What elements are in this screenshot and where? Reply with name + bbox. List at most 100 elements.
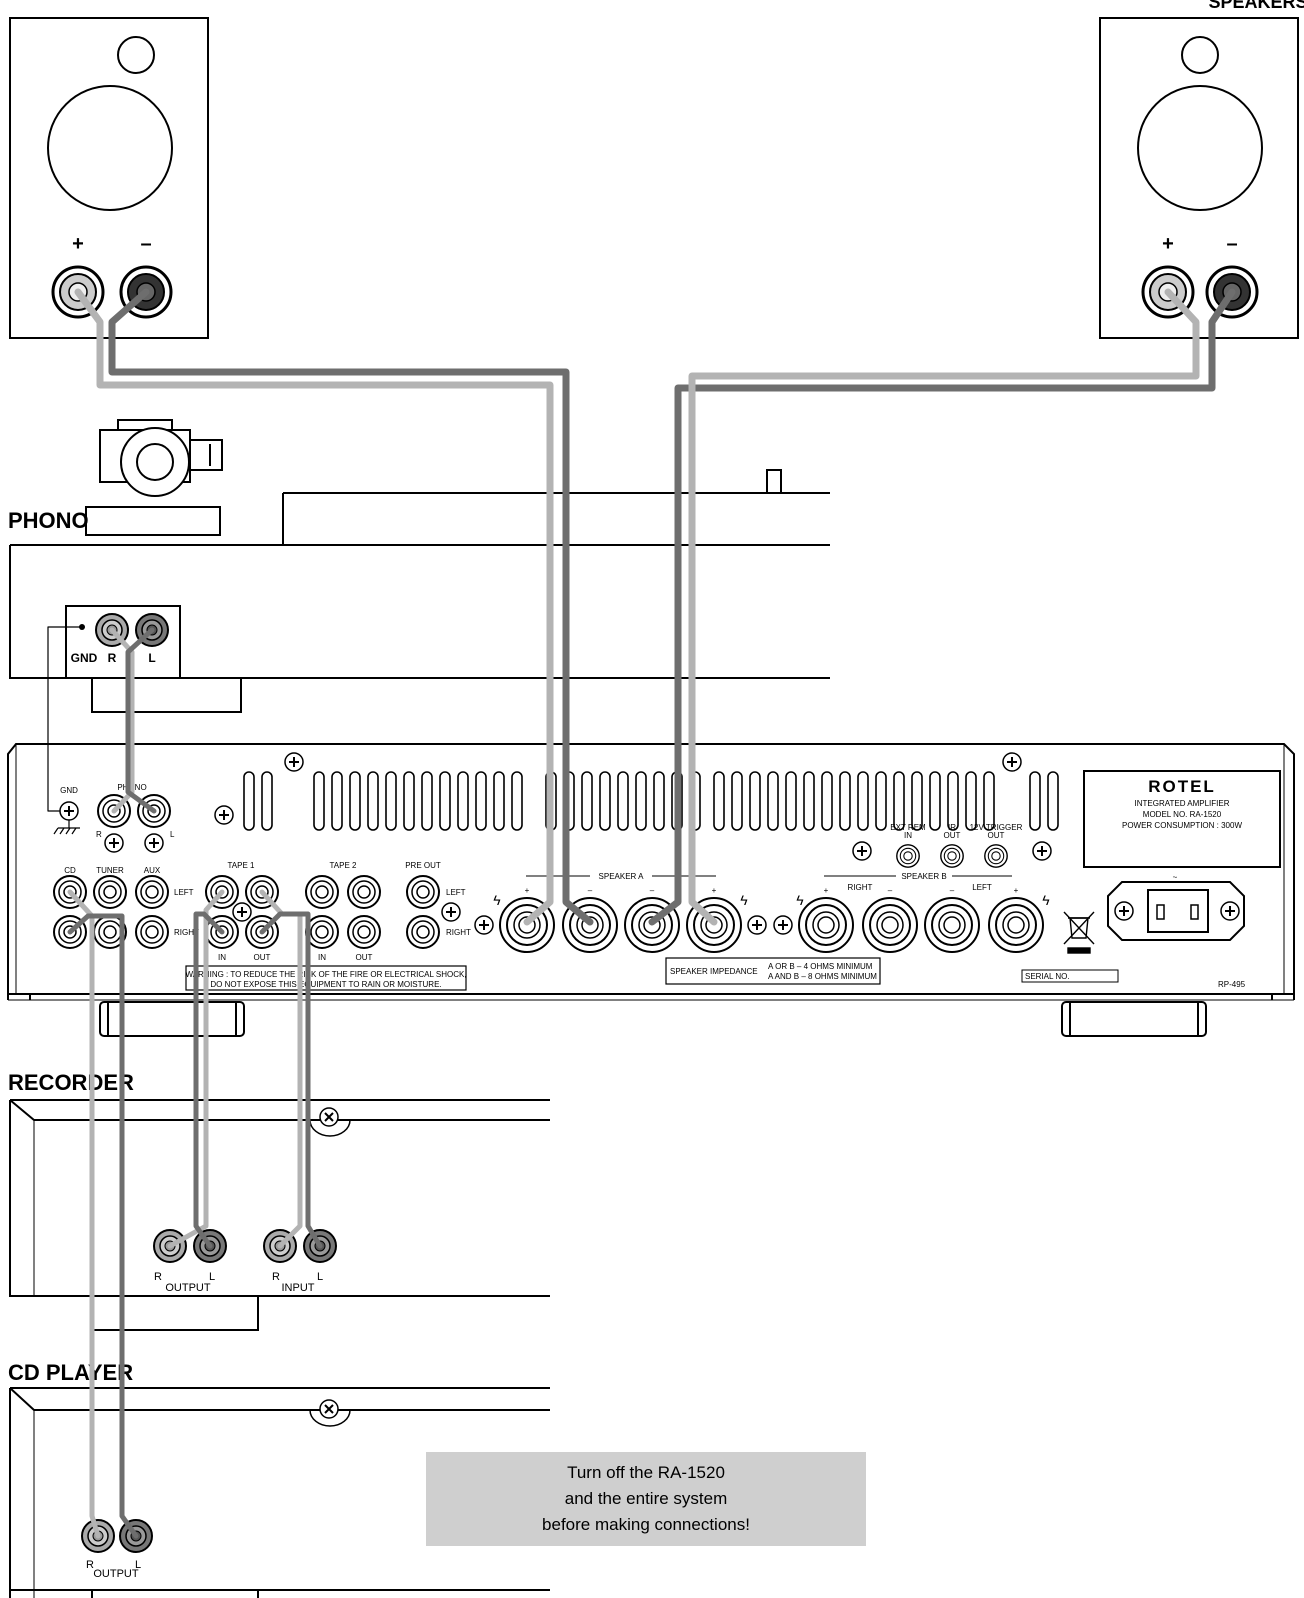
amp-left-label: LEFT — [174, 888, 194, 897]
speaker-b-left-plus-terminal[interactable] — [988, 897, 1044, 953]
brand-logo: ROTEL — [1148, 777, 1216, 796]
ext-rem-label: EXT REM — [890, 823, 926, 832]
cd-player — [9, 1387, 550, 1598]
amp-tape2-out-left-jack[interactable] — [347, 875, 381, 909]
speaker-b-right-minus-terminal[interactable] — [862, 897, 918, 953]
vent-slot — [511, 771, 523, 831]
recorder-output-l-label: L — [209, 1271, 215, 1283]
amp-phono-l-label: L — [170, 830, 175, 839]
tape1-in-right-cable — [167, 889, 225, 1249]
ac-symbol: ~ — [1173, 873, 1178, 882]
impedance-line-2: A AND B – 8 OHMS MINIMUM — [768, 972, 877, 981]
panel-screw[interactable] — [773, 915, 793, 935]
cd-right-cable — [67, 889, 101, 1539]
speaker-b-right-plus-terminal[interactable] — [798, 897, 854, 953]
tape1-in-left-cable — [193, 911, 225, 1249]
amp-tape2-in-right-jack[interactable] — [305, 915, 339, 949]
recorder-input-l-label: L — [317, 1271, 323, 1283]
vent-slot — [367, 771, 379, 831]
panel-screw[interactable] — [1032, 841, 1052, 861]
vent-slot — [893, 771, 905, 831]
vent-slot — [635, 771, 647, 831]
phono-heading: PHONO — [8, 508, 89, 533]
cd-left-cable — [67, 913, 139, 1539]
panel-screw[interactable] — [441, 902, 461, 922]
panel-screw[interactable] — [747, 915, 767, 935]
warning-line-1: WARNING : TO REDUCE THE RISK OF THE FIRE… — [185, 970, 466, 979]
panel-screw[interactable] — [1220, 901, 1240, 921]
ir-out-jack[interactable] — [940, 844, 964, 868]
amp-tape2-label: TAPE 2 — [330, 861, 358, 870]
amp-aux-left-jack[interactable] — [135, 875, 169, 909]
screw-icon — [319, 1107, 339, 1127]
ext-rem-in-label: IN — [904, 831, 912, 840]
vent-slot — [731, 771, 743, 831]
panel-screw[interactable] — [232, 902, 252, 922]
vent-slot — [983, 771, 995, 831]
amp-pre-out-right-jack[interactable] — [406, 915, 440, 949]
speaker-b-minus-right: – — [888, 886, 893, 895]
trigger-label: 12V TRIGGER — [970, 823, 1023, 832]
amp-tape1-in-label: IN — [218, 953, 226, 962]
amp-pre-out-label: PRE OUT — [405, 861, 441, 870]
amp-pre-out-left-jack[interactable] — [406, 875, 440, 909]
serial-label: SERIAL NO. — [1025, 972, 1070, 981]
vent-slot — [821, 771, 833, 831]
ground-symbol — [53, 820, 80, 835]
amp-phono-r-label: R — [96, 830, 102, 839]
screw-icon — [319, 1399, 339, 1419]
speaker-impedance-box: SPEAKER IMPEDANCE A OR B – 4 OHMS MINIMU… — [665, 957, 881, 985]
panel-screw[interactable] — [144, 833, 164, 853]
tweeter — [1181, 36, 1219, 74]
amp-tape2-in-left-jack[interactable] — [305, 875, 339, 909]
vent-slot — [385, 771, 397, 831]
panel-screw[interactable] — [104, 833, 124, 853]
trigger-out-jack[interactable] — [984, 844, 1008, 868]
turntable-r-label: R — [108, 651, 117, 665]
part-number: RP-495 — [1218, 980, 1246, 989]
ext-rem-in-jack[interactable] — [896, 844, 920, 868]
vent-slot — [839, 771, 851, 831]
vent-slot — [767, 771, 779, 831]
vent-slot — [749, 771, 761, 831]
panel-screw[interactable] — [474, 915, 494, 935]
notice-line-3: before making connections! — [542, 1515, 750, 1534]
warning-box: WARNING : TO REDUCE THE RISK OF THE FIRE… — [185, 965, 467, 991]
speaker-a-right-minus-cable — [108, 288, 594, 926]
ac-power-inlet[interactable] — [1107, 881, 1245, 941]
amp-gnd-post[interactable] — [59, 801, 79, 821]
panel-screw[interactable] — [852, 841, 872, 861]
amp-aux-right-jack[interactable] — [135, 915, 169, 949]
vent-slot — [493, 771, 505, 831]
amp-tuner-left-jack[interactable] — [93, 875, 127, 909]
serial-box — [1021, 969, 1119, 983]
product-name: INTEGRATED AMPLIFIER — [1135, 799, 1230, 808]
vent-slot — [261, 771, 273, 831]
vent-slot — [243, 771, 255, 831]
vent-slot — [947, 771, 959, 831]
notice-line-2: and the entire system — [564, 1489, 728, 1508]
cables — [47, 288, 1236, 1539]
speaker-a-left-minus-cable — [648, 288, 1236, 926]
amp-right-label: RIGHT — [174, 928, 199, 937]
vent-slot — [331, 771, 343, 831]
speaker-a-minus-right: – — [588, 886, 593, 895]
vent-slot — [929, 771, 941, 831]
amp-cd-label: CD — [64, 866, 76, 875]
vent-slot — [785, 771, 797, 831]
speaker-b-left-minus-terminal[interactable] — [924, 897, 980, 953]
panel-screw[interactable] — [284, 752, 304, 772]
panel-screw[interactable] — [214, 805, 234, 825]
vent-slot — [403, 771, 415, 831]
woofer — [47, 85, 173, 211]
vent-slot — [857, 771, 869, 831]
speaker-a-left-plus-cable — [688, 288, 1200, 926]
speaker-b-label: SPEAKER B — [901, 872, 946, 881]
amp-tape1-label: TAPE 1 — [228, 861, 256, 870]
weee-bin-icon — [1063, 911, 1095, 954]
panel-screw[interactable] — [1002, 752, 1022, 772]
panel-screw[interactable] — [1114, 901, 1134, 921]
shock-hazard-icon: ϟ — [493, 892, 501, 908]
amp-tape2-out-right-jack[interactable] — [347, 915, 381, 949]
speaker-a-minus-left: – — [650, 886, 655, 895]
